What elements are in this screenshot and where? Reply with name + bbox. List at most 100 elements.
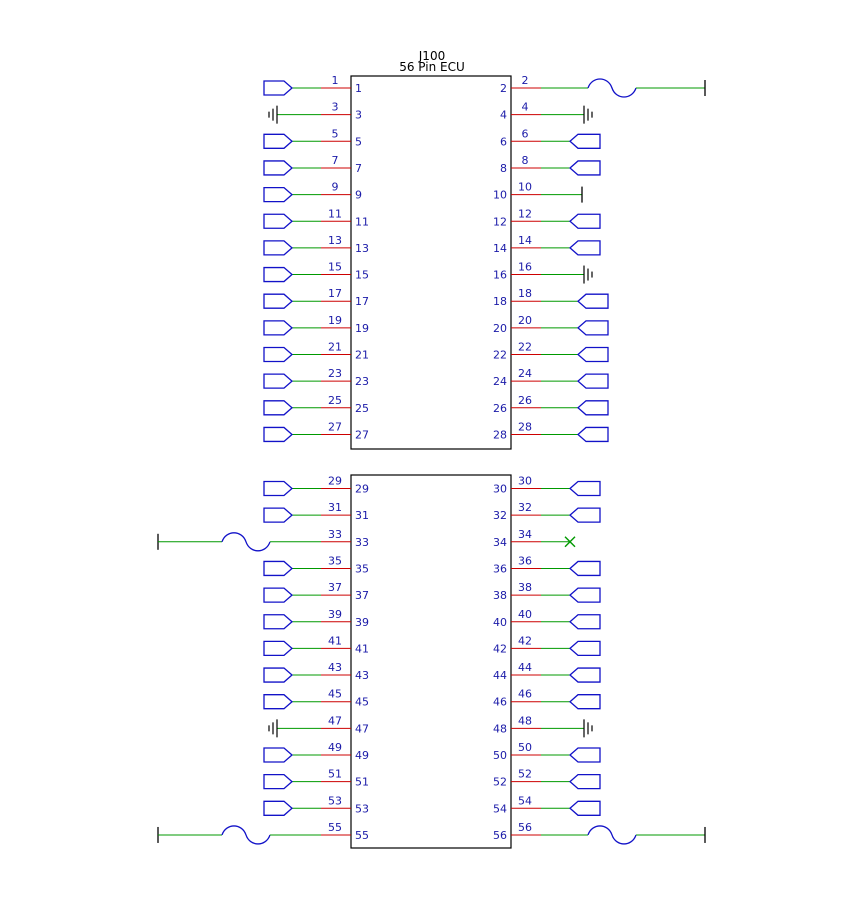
pin-number-outer: 43 <box>328 661 342 674</box>
pin-number-outer: 2 <box>522 74 529 87</box>
pin-number-inner: 39 <box>355 616 369 629</box>
pin-number-inner: 40 <box>493 616 507 629</box>
hier-label-flag <box>263 587 293 603</box>
pin-number-outer: 40 <box>518 608 532 621</box>
pin-number-outer: 48 <box>518 714 532 727</box>
pin-number-inner: 2 <box>500 82 507 95</box>
pin-number-outer: 9 <box>332 181 339 194</box>
component-value: 56 Pin ECU <box>399 60 465 74</box>
hier-label-flag <box>263 694 293 710</box>
pin-number-inner: 31 <box>355 509 369 522</box>
hier-label-flag <box>263 293 293 309</box>
hier-label-flag <box>577 400 609 416</box>
pin-number-inner: 56 <box>493 829 507 842</box>
pin-number-inner: 6 <box>500 135 507 148</box>
pin-number-inner: 17 <box>355 295 369 308</box>
pin-number-outer: 32 <box>518 501 532 514</box>
pin-number-inner: 49 <box>355 749 369 762</box>
hier-label-flag <box>577 426 609 443</box>
hier-label-flag <box>263 640 293 657</box>
hier-label-flag <box>577 346 609 363</box>
pin-number-outer: 52 <box>518 768 532 781</box>
pin-number-outer: 33 <box>328 528 342 541</box>
pin-number-outer: 10 <box>518 181 532 194</box>
pin-number-inner: 55 <box>355 829 369 842</box>
pin-number-inner: 48 <box>493 722 507 735</box>
hier-label-flag <box>263 747 293 763</box>
pin-number-outer: 25 <box>328 394 342 407</box>
connector-body-bottom <box>350 474 512 849</box>
hier-label-flag <box>569 160 601 176</box>
pin-number-outer: 19 <box>328 314 342 327</box>
hier-label-flag <box>569 774 601 790</box>
hier-label-flag <box>569 640 601 657</box>
hier-label-flag <box>263 80 293 96</box>
pin-number-outer: 30 <box>518 475 532 488</box>
pin-number-outer: 12 <box>518 207 532 220</box>
pin-number-inner: 18 <box>493 295 507 308</box>
pin-number-inner: 25 <box>355 402 369 415</box>
hier-label-flag <box>569 213 601 229</box>
pin-number-inner: 19 <box>355 322 369 335</box>
pin-number-outer: 50 <box>518 741 532 754</box>
hier-label-flag <box>569 133 601 149</box>
pin-number-outer: 14 <box>518 234 532 247</box>
no-connect-mark <box>564 536 576 548</box>
pin-number-inner: 43 <box>355 669 369 682</box>
hier-label-flag <box>577 373 609 389</box>
pin-number-outer: 8 <box>522 154 529 167</box>
connector-body-top <box>350 75 512 450</box>
pin-number-inner: 54 <box>493 802 507 815</box>
pin-number-outer: 6 <box>522 127 529 140</box>
pin-number-inner: 23 <box>355 375 369 388</box>
hier-label-flag <box>263 774 293 790</box>
hier-label-flag <box>577 293 609 309</box>
hier-label-flag <box>569 587 601 603</box>
pin-number-inner: 36 <box>493 562 507 575</box>
pin-number-outer: 35 <box>328 554 342 567</box>
hier-label-flag <box>263 426 293 443</box>
pin-number-inner: 12 <box>493 215 507 228</box>
hier-label-flag <box>263 213 293 229</box>
pin-number-inner: 46 <box>493 696 507 709</box>
pin-number-outer: 31 <box>328 501 342 514</box>
pin-number-outer: 41 <box>328 634 342 647</box>
pin-number-outer: 11 <box>328 207 342 220</box>
pin-number-inner: 37 <box>355 589 369 602</box>
pin-number-inner: 38 <box>493 589 507 602</box>
pin-number-inner: 30 <box>493 483 507 496</box>
pin-number-inner: 5 <box>355 135 362 148</box>
pin-number-outer: 56 <box>518 821 532 834</box>
hier-label-flag <box>263 667 293 683</box>
pin-number-inner: 53 <box>355 802 369 815</box>
fuse-symbol <box>221 825 271 845</box>
fuse-symbol <box>587 78 637 98</box>
hier-label-flag <box>263 186 293 203</box>
hier-label-flag <box>263 507 293 523</box>
hier-label-flag <box>263 160 293 176</box>
fuse-symbol <box>587 825 637 845</box>
hier-label-flag <box>263 346 293 363</box>
pin-number-outer: 39 <box>328 608 342 621</box>
pin-number-outer: 13 <box>328 234 342 247</box>
pin-number-inner: 34 <box>493 536 507 549</box>
pin-number-outer: 54 <box>518 794 532 807</box>
hier-label-flag <box>569 560 601 577</box>
pin-number-inner: 13 <box>355 242 369 255</box>
pin-number-outer: 46 <box>518 688 532 701</box>
pin-number-outer: 49 <box>328 741 342 754</box>
pin-number-inner: 29 <box>355 483 369 496</box>
pin-number-outer: 24 <box>518 367 532 380</box>
pin-number-inner: 4 <box>500 109 507 122</box>
hier-label-flag <box>569 747 601 763</box>
hier-label-flag <box>263 373 293 389</box>
fuse-symbol <box>221 532 271 552</box>
pin-number-inner: 14 <box>493 242 507 255</box>
pin-number-inner: 7 <box>355 162 362 175</box>
pin-number-inner: 44 <box>493 669 507 682</box>
pin-number-outer: 47 <box>328 714 342 727</box>
pin-number-inner: 10 <box>493 189 507 202</box>
hier-label-flag <box>569 614 601 630</box>
pin-number-outer: 34 <box>518 528 532 541</box>
